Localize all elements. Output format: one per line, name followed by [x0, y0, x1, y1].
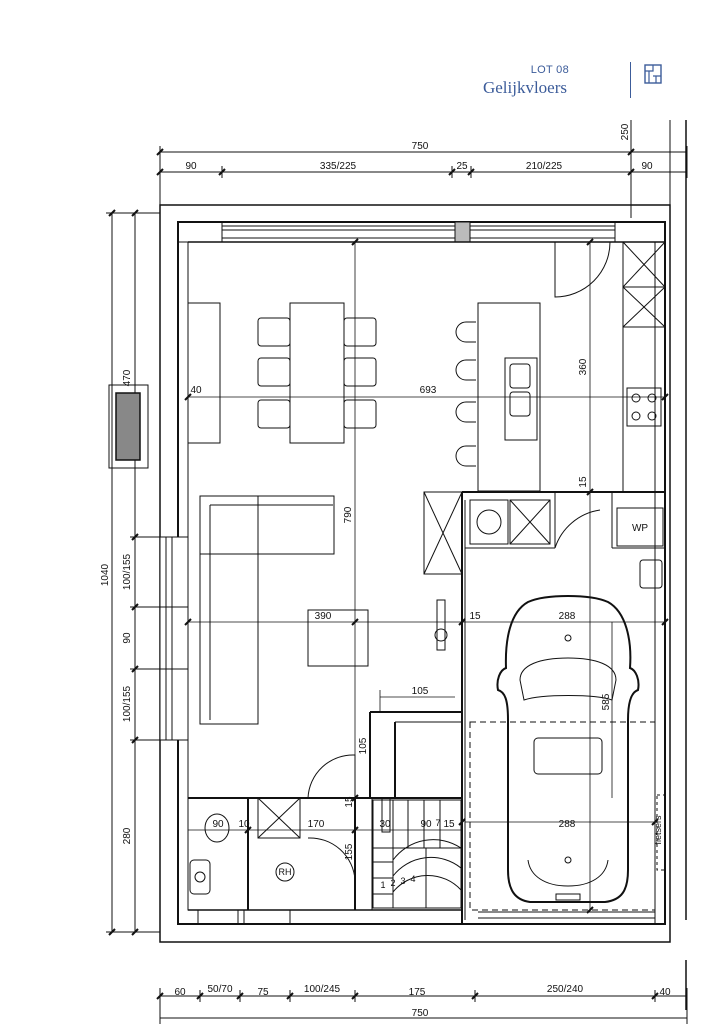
dim-bottom-4: 100/245 — [304, 984, 341, 995]
stair-step-3: 3 — [400, 876, 405, 886]
dim-top-3: 25 — [456, 161, 468, 172]
dim-inner-288b: 288 — [559, 819, 576, 830]
floorplan-logo-icon — [644, 64, 662, 84]
dim-inner-90a: 90 — [212, 819, 224, 830]
dim-inner-30: 30 — [379, 819, 391, 830]
dim-bottom-3: 75 — [257, 987, 269, 998]
dim-top-right: 250 — [620, 123, 631, 140]
dim-top-4: 210/225 — [526, 161, 563, 172]
dim-bottom-2: 50/70 — [207, 984, 232, 995]
plan-header: LOT 08 Gelijkvloers — [483, 58, 670, 102]
dim-left-window: 470 — [122, 369, 133, 386]
lot-number: LOT 08 — [530, 64, 569, 76]
dim-left-3: 100/155 — [122, 685, 133, 722]
dim-inner-7: 7 — [435, 818, 440, 828]
dim-inner-155: 155 — [344, 843, 355, 860]
dim-top-total: 750 — [412, 141, 429, 152]
dim-inner-15d: 15 — [443, 819, 455, 830]
dim-inner-105a: 105 — [412, 686, 429, 697]
dim-top-5: 90 — [641, 161, 653, 172]
rh-label: RH — [279, 867, 292, 877]
dim-top-2: 335/225 — [320, 161, 357, 172]
dim-left-1: 100/155 — [122, 553, 133, 590]
dim-left-2: 90 — [122, 632, 133, 644]
dim-inner-360: 360 — [578, 358, 589, 375]
dim-inner-10: 10 — [238, 819, 250, 830]
dim-bottom-1: 60 — [174, 987, 186, 998]
dim-top-1: 90 — [185, 161, 197, 172]
wp-label: WP — [632, 523, 648, 534]
dim-inner-90b: 90 — [420, 819, 432, 830]
dim-inner-15c: 15 — [344, 796, 355, 808]
dim-inner-15a: 15 — [578, 476, 589, 488]
header-divider — [630, 62, 631, 98]
dim-bottom-5: 175 — [409, 987, 426, 998]
dim-inner-105b: 105 — [358, 737, 369, 754]
dim-inner-40: 40 — [190, 385, 202, 396]
dim-inner-693: 693 — [420, 385, 437, 396]
dim-left-total: 1040 — [100, 563, 111, 586]
bicycle-label: fietsers — [653, 815, 663, 845]
dim-inner-585: 585 — [601, 693, 612, 710]
dim-inner-390: 390 — [315, 611, 332, 622]
floor-title: Gelijkvloers — [482, 78, 567, 97]
dim-left-4: 280 — [122, 827, 133, 844]
stair-step-2: 2 — [390, 878, 395, 888]
dim-inner-288a: 288 — [559, 611, 576, 622]
stair-step-4: 4 — [410, 874, 415, 884]
dim-bottom-7: 40 — [659, 987, 671, 998]
dim-inner-15b: 15 — [469, 611, 481, 622]
dim-bottom-6: 250/240 — [547, 984, 584, 995]
stair-step-1: 1 — [380, 880, 385, 890]
dim-bottom-total: 750 — [412, 1008, 429, 1019]
dim-inner-790: 790 — [343, 506, 354, 523]
dim-inner-170: 170 — [308, 819, 325, 830]
